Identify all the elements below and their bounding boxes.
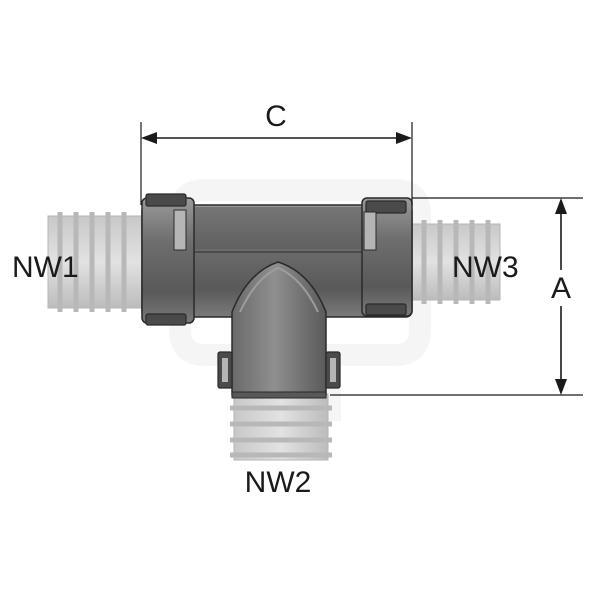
label-nw1: NW1 xyxy=(12,251,79,284)
dimension-c-arrow-left xyxy=(141,132,157,144)
t-connector-body xyxy=(141,193,413,399)
conduit-nw1-ribs xyxy=(57,212,127,312)
dimension-a: A xyxy=(330,197,583,396)
conduit-nw1 xyxy=(47,212,149,312)
label-nw3: NW3 xyxy=(452,251,519,284)
dimension-c-arrow-right xyxy=(396,132,412,144)
dimension-a-label: A xyxy=(551,272,571,305)
conduit-nw2-ribs xyxy=(230,405,332,458)
label-nw2: NW2 xyxy=(245,466,312,499)
dimension-c: C xyxy=(140,100,413,205)
dimension-a-arrow-top xyxy=(555,198,567,214)
dimension-a-arrow-bottom xyxy=(555,379,567,395)
dimension-c-label: C xyxy=(265,100,287,133)
conduit-nw3 xyxy=(404,220,501,304)
conduit-nw2 xyxy=(230,393,332,461)
conduit-nw3-ribs xyxy=(421,220,491,304)
